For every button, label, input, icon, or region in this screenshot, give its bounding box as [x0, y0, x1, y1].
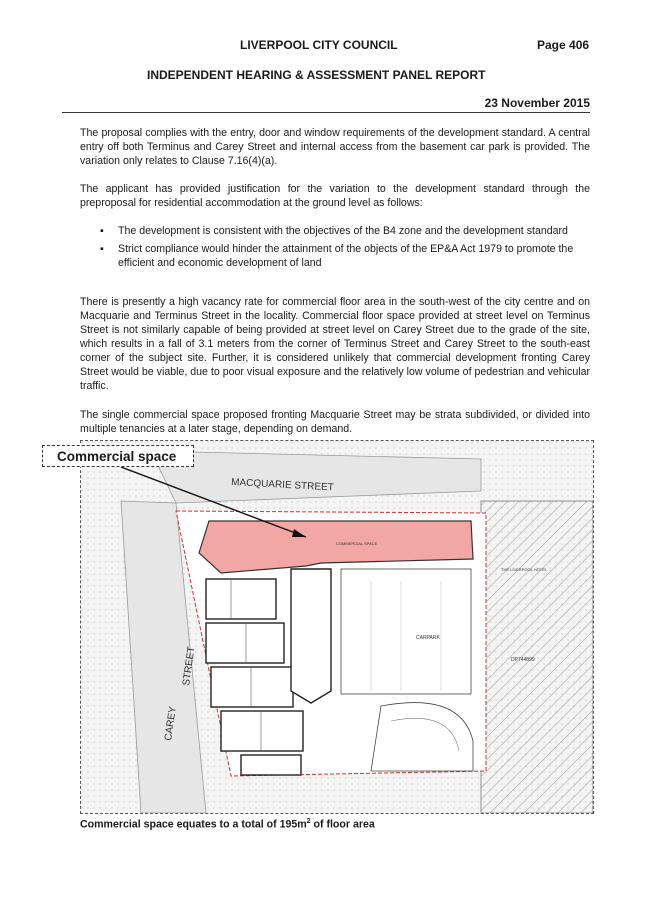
arrowhead-icon	[292, 529, 306, 537]
report-title: INDEPENDENT HEARING & ASSESSMENT PANEL R…	[147, 68, 486, 82]
bullet-text: Strict compliance would hinder the attai…	[118, 243, 574, 269]
page-number: Page 406	[537, 38, 590, 52]
lot-label: DP744899	[511, 657, 535, 663]
paragraph-vacancy: There is presently a high vacancy rate f…	[80, 296, 590, 392]
caption-tail: of floor area	[310, 818, 375, 831]
carpark-label: CARPARK	[416, 635, 440, 641]
neighbour-label: THE LIVERPOOL HOTEL	[501, 567, 548, 572]
bullet-icon: ▪	[100, 243, 104, 255]
paragraph-justification: The applicant has provided justification…	[80, 183, 590, 209]
header-rule	[62, 112, 590, 113]
bullet-item: ▪ The development is consistent with the …	[100, 224, 590, 238]
caption-text: Commercial space equates to a total of 1…	[80, 818, 307, 831]
figure-caption: Commercial space equates to a total of 1…	[80, 818, 375, 831]
bullet-text: The development is consistent with the o…	[118, 225, 568, 237]
bullet-item: ▪ Strict compliance would hinder the atta…	[100, 242, 590, 270]
commercial-space-callout: Commercial space	[42, 445, 194, 467]
caption-superscript: 2	[306, 818, 311, 825]
commercial-room-label: COMMERCIAL SPACE	[336, 541, 378, 546]
floor-plan: COMMERCIAL SPACE CARPARK MAC	[80, 440, 594, 814]
floor-plan-drawing: COMMERCIAL SPACE CARPARK MAC	[81, 441, 593, 813]
commercial-space-area	[198, 520, 474, 574]
header-council: LIVERPOOL CITY COUNCIL	[240, 38, 398, 52]
bullet-list: ▪ The development is consistent with the …	[100, 224, 590, 274]
report-date: 23 November 2015	[484, 96, 590, 110]
bullet-icon: ▪	[100, 225, 104, 237]
street-label-carey: CAREY	[163, 705, 179, 741]
paragraph-entry: The proposal complies with the entry, do…	[80, 127, 590, 167]
callout-arrow	[120, 466, 307, 538]
street-label-carey-2: STREET	[181, 646, 197, 687]
paragraph-strata: The single commercial space proposed fro…	[80, 409, 590, 435]
street-label-macquarie: MACQUARIE STREET	[231, 477, 334, 493]
